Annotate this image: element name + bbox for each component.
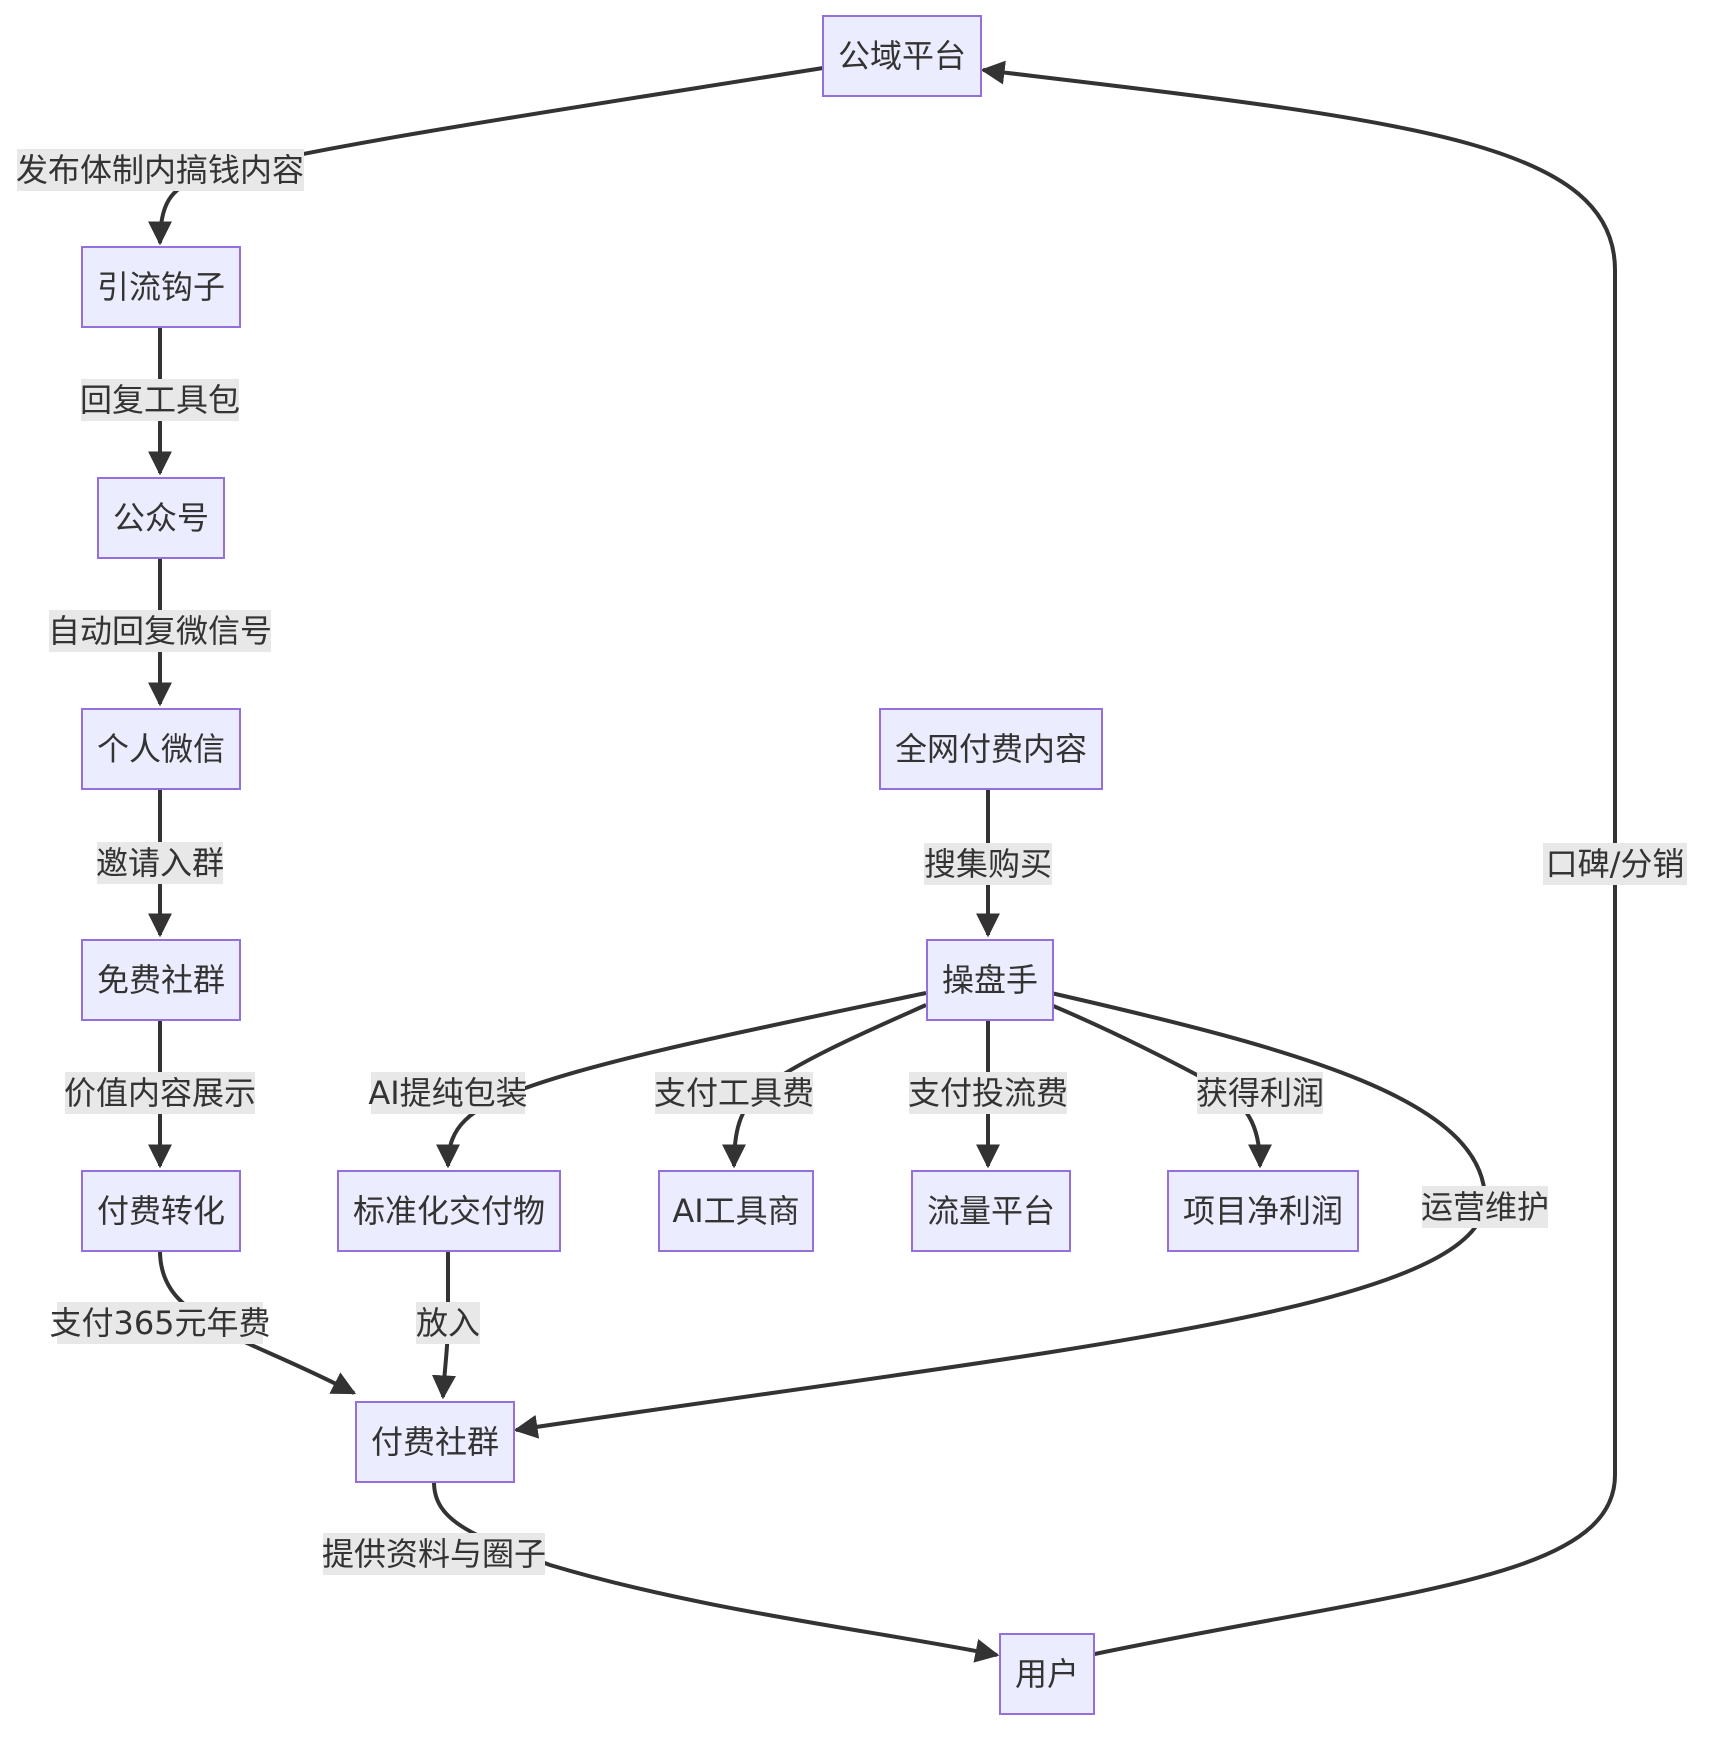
label-operate: 运营维护 [1421,1186,1549,1228]
label-auto-reply: 自动回复微信号 [48,610,272,652]
svg-text:回复工具包: 回复工具包 [80,381,240,419]
svg-text:获得利润: 获得利润 [1196,1074,1324,1112]
node-personal-wechat[interactable]: 个人微信 [81,708,241,790]
node-traffic-platform[interactable]: 流量平台 [911,1170,1071,1252]
label-get-profit: 获得利润 [1196,1072,1324,1114]
svg-text:支付工具费: 支付工具费 [654,1074,814,1112]
svg-text:价值内容展示: 价值内容展示 [64,1074,256,1112]
label-word-of-mouth: 口碑/分销 [1543,843,1687,885]
label-reply-toolkit: 回复工具包 [80,379,240,421]
edge-operate [513,991,1488,1439]
svg-text:邀请入群: 邀请入群 [96,844,224,882]
svg-text:支付投流费: 支付投流费 [908,1074,1068,1112]
svg-text:放入: 放入 [416,1304,480,1342]
svg-text:免费社群: 免费社群 [97,961,225,999]
label-pay-tool: 支付工具费 [654,1072,814,1114]
label-pay-365: 支付365元年费 [49,1302,271,1344]
node-net-profit[interactable]: 项目净利润 [1167,1170,1359,1252]
label-pay-traffic: 支付投流费 [908,1072,1068,1114]
svg-text:付费转化: 付费转化 [97,1192,225,1230]
svg-text:用户: 用户 [1015,1655,1079,1693]
label-collect-buy: 搜集购买 [924,843,1052,885]
label-publish: 发布体制内搞钱内容 [16,149,304,191]
svg-text:提供资料与圈子: 提供资料与圈子 [322,1535,546,1573]
svg-text:发布体制内搞钱内容: 发布体制内搞钱内容 [16,151,304,189]
svg-text:公域平台: 公域平台 [838,37,966,75]
svg-text:操盘手: 操盘手 [942,961,1038,999]
svg-text:口碑/分销: 口碑/分销 [1546,845,1685,883]
node-standard-deliverable[interactable]: 标准化交付物 [337,1170,561,1252]
svg-text:公众号: 公众号 [113,499,209,537]
svg-text:自动回复微信号: 自动回复微信号 [48,612,272,650]
node-operator[interactable]: 操盘手 [926,939,1054,1021]
node-paid-conversion[interactable]: 付费转化 [81,1170,241,1252]
edge-publish [148,66,824,246]
svg-text:标准化交付物: 标准化交付物 [353,1192,545,1230]
node-public-platform[interactable]: 公域平台 [822,15,982,97]
label-value-show: 价值内容展示 [64,1072,256,1114]
svg-text:搜集购买: 搜集购买 [924,845,1052,883]
label-ai-package: AI提纯包装 [368,1072,528,1114]
node-user[interactable]: 用户 [999,1633,1095,1715]
edge-word-of-mouth [980,60,1617,1657]
label-invite: 邀请入群 [96,842,224,884]
svg-text:全网付费内容: 全网付费内容 [895,730,1087,768]
svg-text:流量平台: 流量平台 [927,1192,1055,1230]
label-provide: 提供资料与圈子 [322,1533,546,1575]
edge-ai-package [436,991,927,1169]
svg-text:引流钩子: 引流钩子 [97,268,225,306]
node-hook[interactable]: 引流钩子 [81,246,241,328]
node-paid-group[interactable]: 付费社群 [355,1401,515,1483]
edge-provide [432,1481,1000,1663]
node-official-account[interactable]: 公众号 [97,477,225,559]
svg-text:项目净利润: 项目净利润 [1183,1192,1343,1230]
svg-text:个人微信: 个人微信 [97,730,225,768]
node-free-group[interactable]: 免费社群 [81,939,241,1021]
label-put-in: 放入 [416,1302,480,1344]
svg-text:AI工具商: AI工具商 [672,1192,799,1230]
node-ai-vendor[interactable]: AI工具商 [658,1170,814,1252]
svg-text:支付365元年费: 支付365元年费 [49,1304,270,1342]
svg-text:付费社群: 付费社群 [371,1423,499,1461]
node-all-paid-content[interactable]: 全网付费内容 [879,708,1103,790]
svg-text:AI提纯包装: AI提纯包装 [368,1074,527,1112]
svg-text:运营维护: 运营维护 [1421,1188,1549,1226]
